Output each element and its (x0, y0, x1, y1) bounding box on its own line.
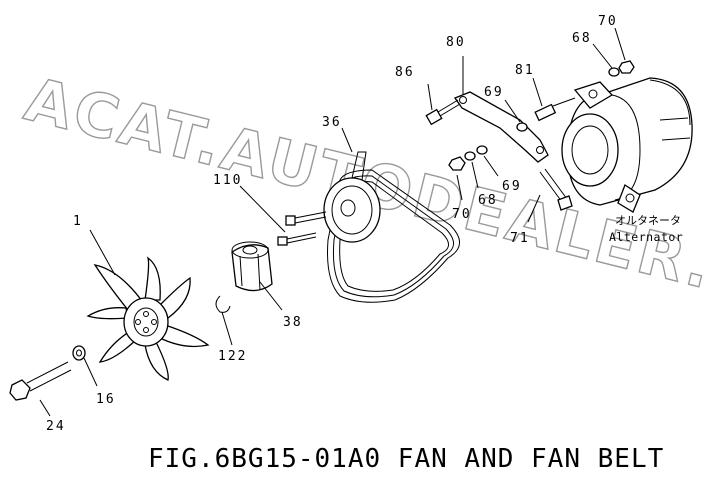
callout-69-lower: 69 (502, 179, 522, 194)
figure-caption: FIG.6BG15-01A0 FAN AND FAN BELT (148, 444, 664, 474)
fan-pulley (323, 151, 381, 243)
washer-68-upper (608, 67, 620, 77)
bolt-24 (9, 361, 72, 401)
fan-spacer (231, 241, 273, 292)
washer-16 (72, 345, 86, 361)
alternator (561, 77, 693, 213)
bolt-86 (425, 99, 461, 126)
callout-122: 122 (218, 349, 247, 364)
adjusting-bracket (453, 91, 549, 163)
callout-16: 16 (96, 392, 116, 407)
leader-lines (39, 27, 626, 417)
callout-69-upper: 69 (484, 85, 504, 100)
bolt-110-lower (277, 232, 317, 246)
alternator-label-japanese: オルタネータ (615, 214, 681, 227)
washer-69-upper (516, 122, 528, 132)
nut-70-upper (618, 60, 635, 74)
callout-86: 86 (395, 65, 415, 80)
callout-1: 1 (73, 214, 83, 229)
callout-71: 71 (510, 231, 530, 246)
nut-70-lower (448, 156, 466, 171)
fan-belt (327, 169, 460, 303)
callout-36: 36 (322, 115, 342, 130)
callout-80: 80 (446, 35, 466, 50)
bolt-110-upper (285, 211, 327, 226)
stud-81 (534, 97, 576, 122)
callout-81: 81 (515, 63, 535, 78)
callout-38: 38 (283, 315, 303, 330)
callout-110: 110 (213, 173, 242, 188)
callout-70-upper: 70 (598, 14, 618, 29)
callout-68-upper: 68 (572, 31, 592, 46)
callout-68-lower: 68 (478, 193, 498, 208)
snap-ring (215, 295, 231, 313)
callout-24: 24 (46, 419, 66, 434)
alternator-label-english: Alternator (609, 230, 683, 244)
washer-68-lower (464, 151, 476, 161)
callout-labels: 1 16 24 36 38 122 110 86 80 69 81 68 70 … (46, 14, 618, 434)
cooling-fan (86, 256, 210, 381)
washer-69-lower (476, 145, 488, 155)
bolt-71 (539, 168, 573, 211)
callout-70-lower: 70 (452, 207, 472, 222)
